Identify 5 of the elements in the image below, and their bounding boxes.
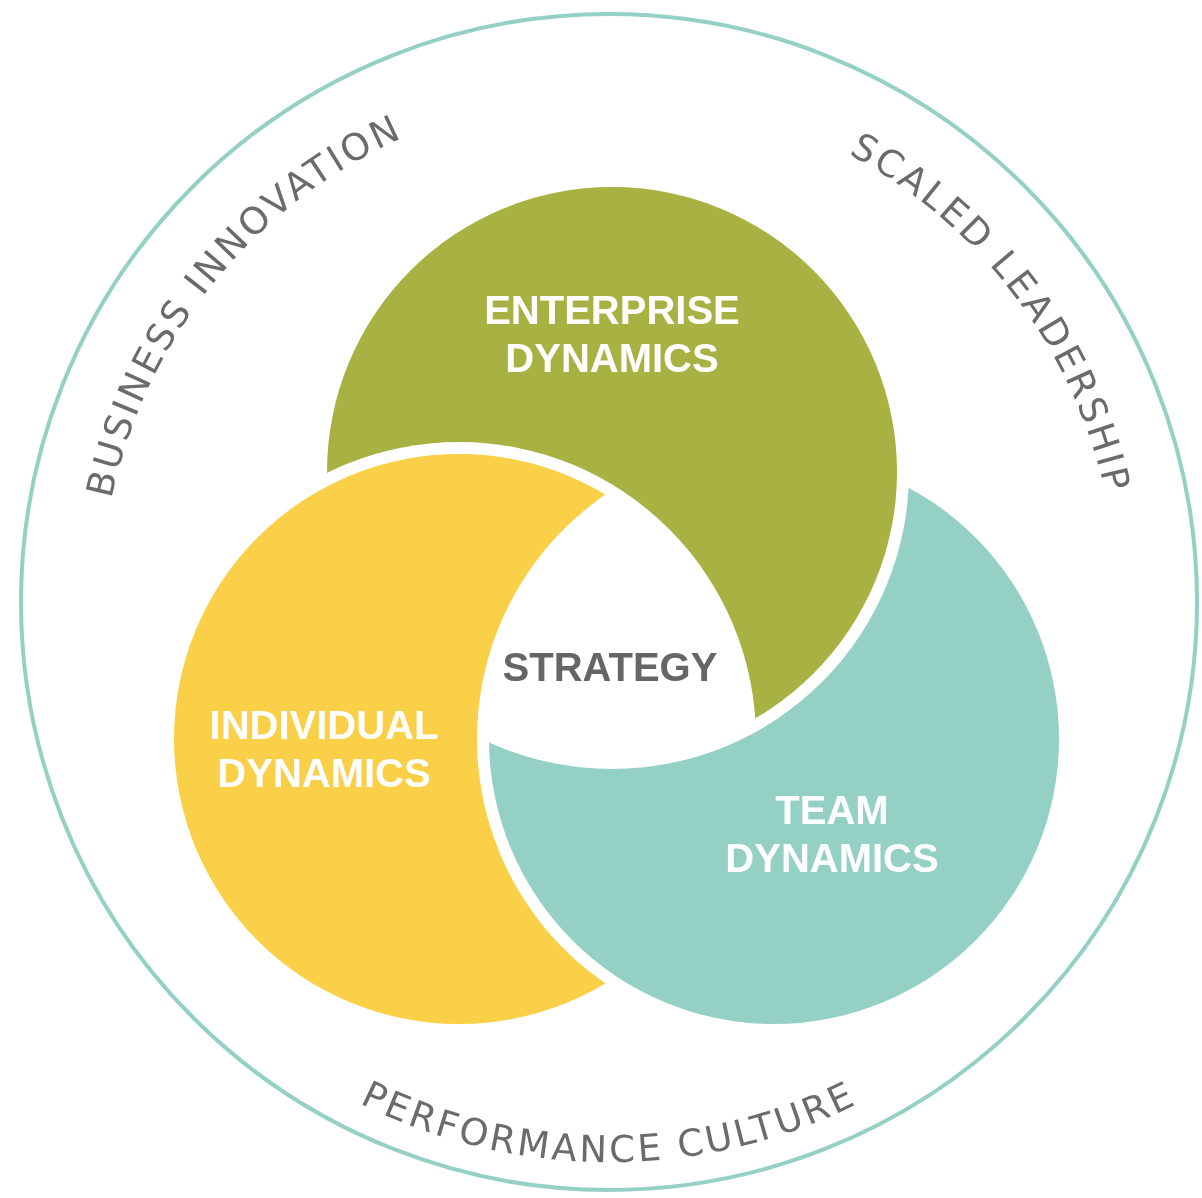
node-label: TEAM DYNAMICS xyxy=(724,787,940,882)
outer-ring xyxy=(19,12,1199,1192)
node-label: ENTERPRISE DYNAMICS xyxy=(483,287,741,382)
node-label: INDIVIDUAL DYNAMICS xyxy=(208,702,440,797)
node-label: STRATEGY xyxy=(501,644,719,691)
